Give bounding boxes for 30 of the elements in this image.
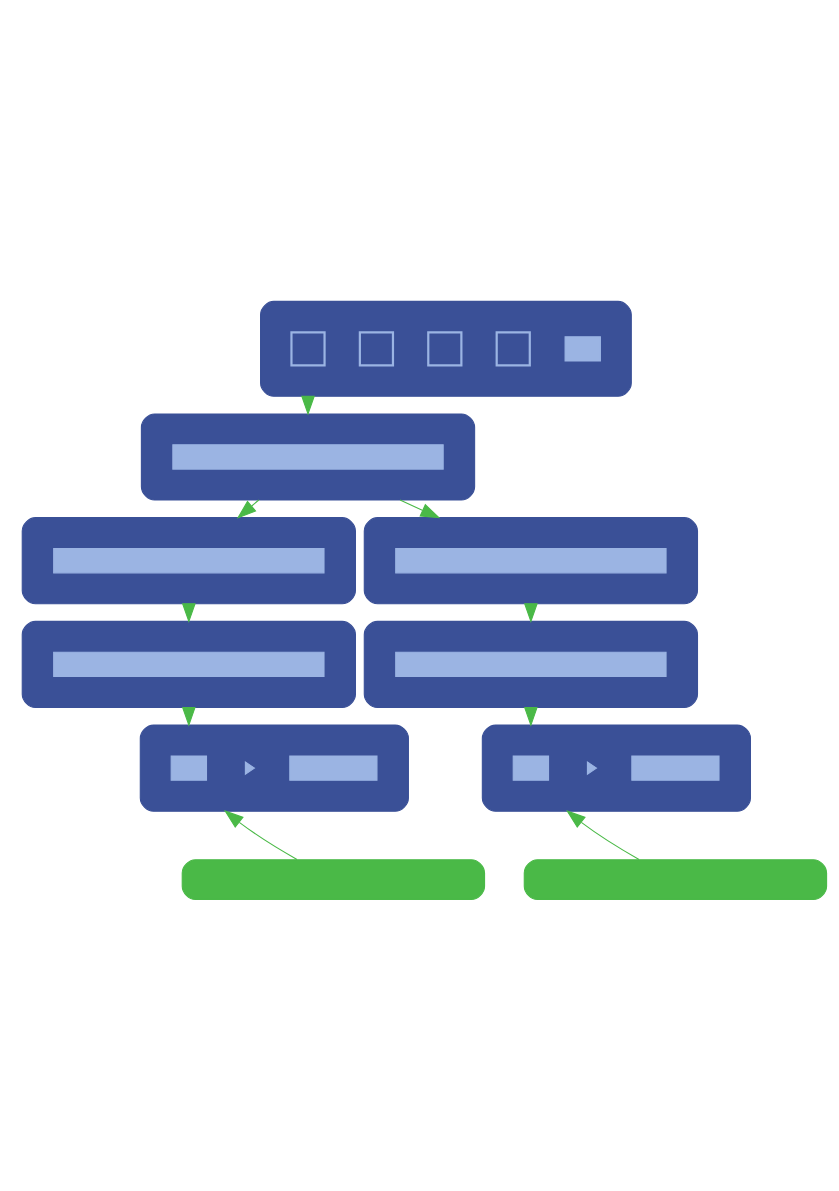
node-box — [358, 330, 394, 366]
node-bar — [394, 547, 667, 573]
node-box — [181, 858, 485, 900]
node-bar — [630, 754, 720, 781]
cluster — [259, 300, 632, 397]
cluster — [21, 620, 356, 708]
node-bar — [512, 754, 549, 781]
cluster — [363, 620, 698, 708]
node-box — [426, 330, 462, 366]
node-box — [523, 858, 827, 900]
cluster — [363, 516, 698, 604]
cluster — [481, 724, 751, 812]
node-bar — [52, 547, 325, 573]
node-bar — [171, 443, 444, 470]
node-bar — [394, 651, 667, 677]
cluster — [21, 516, 356, 604]
arrow — [236, 498, 259, 519]
arrow — [399, 498, 440, 518]
node-triangle — [244, 760, 255, 775]
node-triangle — [586, 760, 598, 775]
node-box — [289, 330, 326, 366]
cluster — [139, 724, 409, 812]
arrow — [223, 809, 298, 860]
node-bar — [170, 754, 207, 781]
arrow — [565, 809, 640, 860]
node-bar — [288, 754, 378, 781]
cluster — [140, 412, 475, 501]
node-box — [495, 330, 531, 366]
node-bar — [564, 335, 601, 362]
node-bar — [52, 651, 325, 677]
